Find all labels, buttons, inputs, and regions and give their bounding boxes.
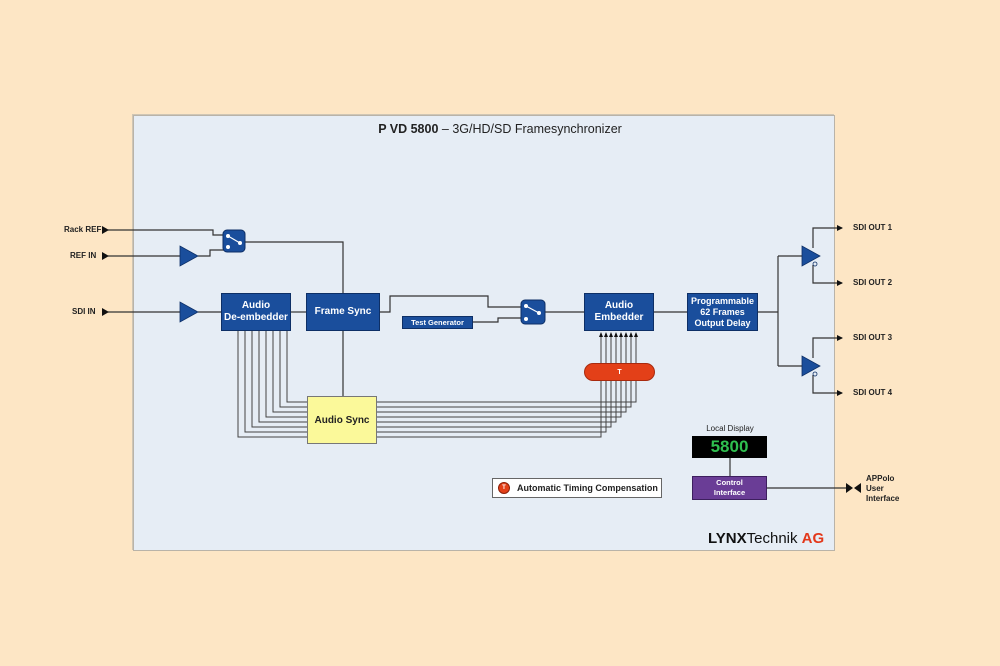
local-display: 5800 (692, 436, 767, 458)
input-arrow-icon (102, 308, 109, 316)
audio-bus-line (237, 331, 602, 438)
wire-ref-frame-sync (245, 241, 344, 293)
wire-testgen-switch (473, 317, 521, 323)
timing-compensation-block: T (584, 363, 655, 381)
test-generator-block: Test Generator (402, 316, 473, 329)
bus-arrow-icon (614, 332, 618, 337)
input-label-ref-in: REF IN (70, 251, 97, 260)
output-amplifier-icon (801, 355, 821, 377)
audio-bus-line (286, 331, 637, 403)
bus-arrow-icon (604, 332, 608, 337)
output-label-1: SDI OUT 1 (853, 223, 893, 232)
ref-amplifier-icon (179, 245, 199, 267)
audio-sync-block: Audio Sync (307, 396, 377, 444)
bus-arrow-icon (619, 332, 623, 337)
brand-logo: LYNXTechnik AG (708, 530, 825, 547)
bus-arrow-icon (629, 332, 633, 337)
ref-switch (222, 229, 246, 253)
output-label-4: SDI OUT 4 (853, 388, 893, 397)
bus-arrow-icon (634, 332, 638, 337)
output-label-3: SDI OUT 3 (853, 333, 893, 342)
inverter-dot-icon (812, 261, 818, 267)
wire-ref-amp-switch (198, 249, 224, 257)
wire-rack-ref (108, 229, 224, 236)
sdi-amplifier-icon (179, 301, 199, 323)
timing-symbol-icon: T (498, 482, 510, 494)
inverter-dot-icon (812, 371, 818, 377)
output-arrow-icon (837, 280, 843, 286)
video-switch (520, 299, 546, 325)
output-label-2: SDI OUT 2 (853, 278, 893, 287)
wire-out2 (812, 265, 842, 284)
wire-out1 (812, 227, 842, 248)
audio-bus-line (244, 331, 607, 433)
appolo-connector-icon (846, 483, 861, 493)
output-arrow-icon (837, 225, 843, 231)
input-label-sdi-in: SDI IN (72, 307, 96, 316)
output-arrow-icon (837, 390, 843, 396)
legend-text: Automatic Timing Compensation (517, 483, 658, 493)
output-arrow-icon (837, 335, 843, 341)
legend: T Automatic Timing Compensation (492, 478, 662, 498)
page-title: P VD 5800 – 3G/HD/SD Framesynchronizer (378, 122, 622, 136)
input-arrow-icon (102, 226, 109, 234)
local-display-label: Local Display (706, 424, 754, 433)
bus-arrow-icon (624, 332, 628, 337)
wire-out3 (812, 337, 842, 358)
frame-sync-block: Frame Sync (306, 293, 380, 331)
bus-arrow-icon (609, 332, 613, 337)
input-label-rack-ref: Rack REF (64, 225, 102, 234)
audio-bus-line (251, 331, 612, 428)
input-arrow-icon (102, 252, 109, 260)
output-amplifier-icon (801, 245, 821, 267)
bus-arrow-icon (599, 332, 603, 337)
wire-out4 (812, 375, 842, 394)
wire-framesync-switch (380, 295, 521, 313)
